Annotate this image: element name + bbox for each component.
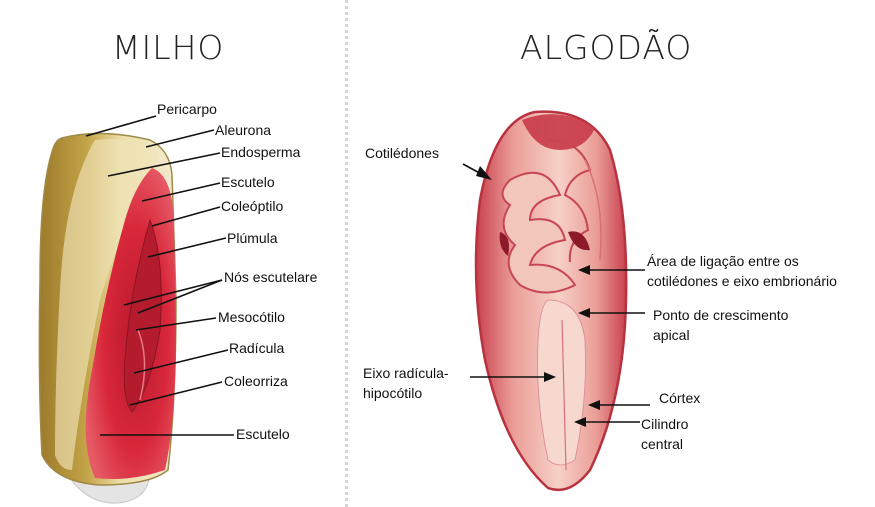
leader-nos-2: [137, 279, 223, 314]
seed-cavity-1: [568, 231, 590, 251]
label-mesocotilo: Mesocótilo: [218, 309, 285, 325]
leader-plumula: [147, 237, 227, 258]
label-eixo-radicula: Eixo radícula-hipocótilo: [363, 365, 449, 401]
milho-leader-lines: [85, 115, 234, 436]
title-algodao: ALGODÃO: [520, 28, 693, 67]
label-nos-escutelare: Nós escutelare: [224, 269, 318, 285]
seed-cap: [522, 114, 595, 150]
arrowhead-area-ligacao: [578, 265, 590, 275]
label-escutelo-bottom: Escutelo: [236, 426, 290, 442]
embryonic-axis: [536, 299, 587, 466]
leader-coleorriza: [129, 381, 223, 406]
label-cotiledones: Cotilédones: [365, 145, 439, 161]
panel-divider: [345, 0, 348, 507]
label-ponto-crescimento: Ponto de crescimento apical: [653, 307, 789, 343]
leader-endosperma: [107, 152, 221, 177]
endosperm-area: [55, 139, 160, 470]
label-endosperma: Endosperma: [221, 144, 301, 160]
arrowhead-eixo-radicula: [544, 372, 556, 382]
label-area-ligacao: Área de ligação entre os cotilédones e e…: [647, 253, 837, 289]
label-coleoptilo: Coleóptilo: [221, 198, 284, 214]
arrowhead-cilindro: [574, 417, 586, 427]
arrowhead-cotiledones: [476, 166, 492, 180]
leader-escutelo-top: [141, 182, 221, 202]
leader-nos-1: [123, 279, 223, 306]
embryo-detail: [137, 329, 146, 401]
cotyledon-fold-lines-2: [584, 159, 602, 261]
label-radicula: Radícula: [229, 340, 285, 356]
cotyledon-folds: [501, 171, 577, 294]
label-aleurona: Aleurona: [215, 122, 272, 138]
algodao-leader-lines: [462, 163, 650, 423]
leader-pericarpo: [85, 115, 157, 137]
arrowhead-cortex: [588, 400, 600, 410]
label-plumula: Plúmula: [227, 230, 278, 246]
central-cylinder-line: [561, 319, 567, 471]
leader-radicula: [133, 349, 229, 374]
label-coleorriza: Coleorriza: [224, 373, 288, 389]
leader-coleoptilo: [151, 206, 221, 227]
title-milho: MILHO: [112, 28, 225, 67]
label-cortex: Córtex: [659, 390, 701, 406]
label-cilindro-central: Cilindro central: [641, 416, 689, 452]
leader-aleurona: [145, 129, 215, 148]
leader-mesocotilo: [135, 317, 217, 331]
label-pericarpo: Pericarpo: [157, 101, 217, 117]
corn-kernel: [38, 132, 177, 504]
seed-cavity-2: [499, 232, 509, 256]
arrowhead-ponto-crescimento: [578, 308, 590, 318]
label-escutelo-top: Escutelo: [221, 174, 275, 190]
cotton-seed: [474, 110, 628, 492]
algodao-arrowheads: [476, 166, 600, 427]
